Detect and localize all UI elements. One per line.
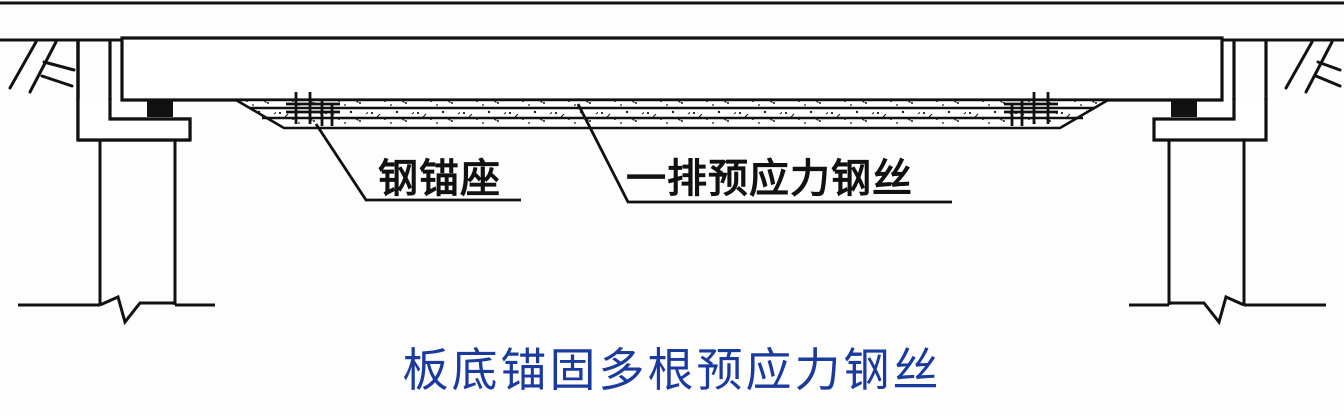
right-column-break-symbol [1129, 294, 1326, 326]
right-break-hatch-icon [1284, 40, 1342, 94]
left-anchor-hatch [286, 92, 340, 126]
left-break-hatch-icon [8, 40, 76, 94]
right-anchor-hatch [1004, 92, 1058, 126]
right-bearing-pad [1171, 100, 1197, 117]
left-bearing-pad [147, 100, 173, 117]
precast-slab [120, 36, 1224, 102]
left-upper-wall [76, 40, 112, 100]
figure-caption: 板底锚固多根预应力钢丝 [402, 343, 942, 397]
leader-line-wires [576, 103, 952, 204]
prestressed-wire-strip [231, 98, 1113, 130]
left-column-break-symbol [18, 294, 215, 326]
right-column-assembly [1152, 40, 1268, 305]
label-prestressed-wire-row: 一排预应力钢丝 [626, 156, 913, 202]
leader-line-anchor [314, 123, 521, 202]
label-steel-anchor-seat: 钢锚座 [378, 156, 501, 202]
